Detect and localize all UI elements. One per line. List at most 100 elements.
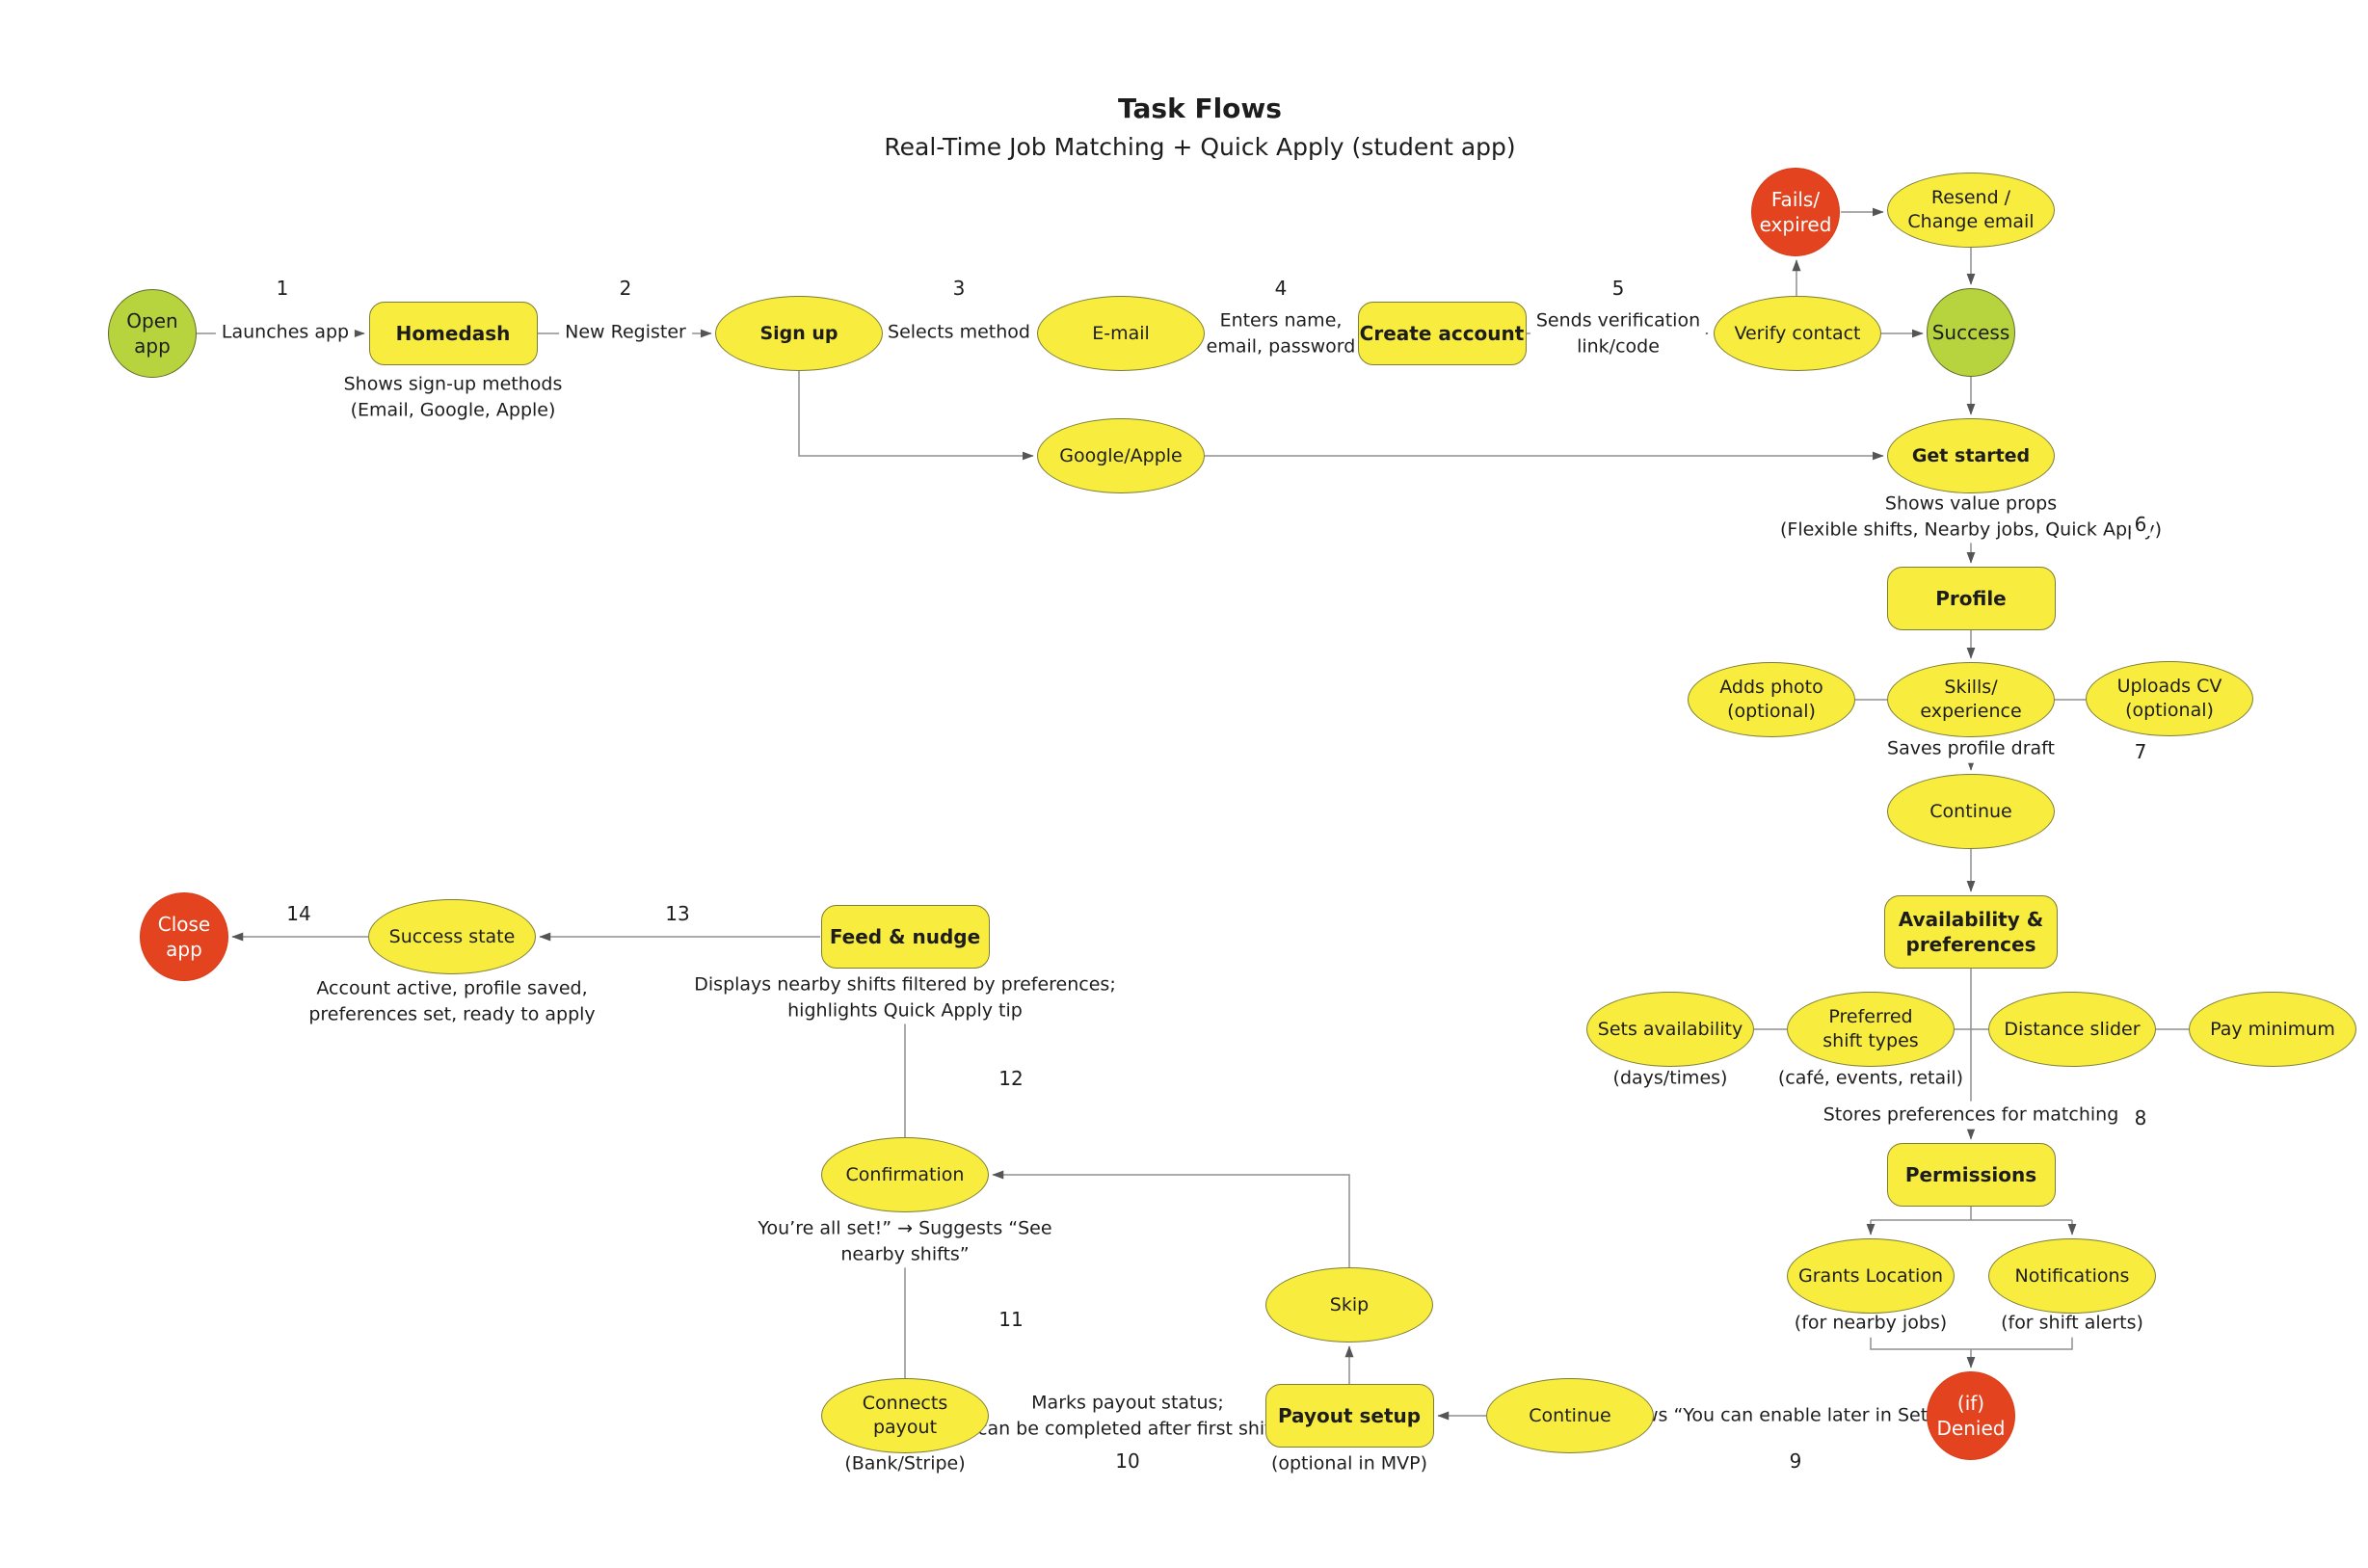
label-sends-verification: Sends verification link/code bbox=[1530, 306, 1707, 360]
node-uploads-cv-label: Uploads CV bbox=[2116, 676, 2222, 698]
label-selects-method-text: Selects method bbox=[888, 321, 1030, 343]
node-profile[interactable]: Profile bbox=[1886, 567, 2056, 630]
note-optional-in-mvp: (optional in MVP) bbox=[1264, 1449, 1434, 1478]
step-number-7: 7 bbox=[2130, 740, 2151, 763]
label-marks-payout: Marks payout status;can be completed aft… bbox=[971, 1389, 1284, 1443]
node-resend-change-email-label: Change email bbox=[1907, 211, 2035, 232]
note-stores-preferences: Stores preferences for matching bbox=[1817, 1101, 2125, 1129]
step-number-13: 13 bbox=[661, 902, 694, 925]
edge-sign-up-to-google-apple bbox=[798, 371, 1034, 461]
node-denied-label: Denied bbox=[1936, 1417, 2006, 1440]
label-marks-payout-text: can be completed after first shift bbox=[977, 1418, 1278, 1439]
label-sends-verification-text: Sends verification bbox=[1535, 309, 1701, 332]
node-grants-location-label: Grants Location bbox=[1798, 1264, 1943, 1287]
node-google-apple[interactable]: Google/Apple bbox=[1037, 418, 1205, 493]
page-subtitle: Real-Time Job Matching + Quick Apply (st… bbox=[884, 133, 1516, 161]
node-feed-nudge-label: Feed & nudge bbox=[829, 925, 981, 948]
node-confirmation[interactable]: Confirmation bbox=[821, 1137, 989, 1212]
node-get-started[interactable]: Get started bbox=[1887, 418, 2055, 493]
step-number-10: 10 bbox=[1111, 1449, 1144, 1473]
note-for-shift-alerts-text: (for shift alerts) bbox=[2001, 1312, 2143, 1334]
node-continue-permissions-label: Continue bbox=[1529, 1404, 1611, 1426]
note-feed-nudge: Displays nearby shifts filtered by prefe… bbox=[688, 970, 1122, 1024]
node-adds-photo[interactable]: Adds photo(optional) bbox=[1688, 662, 1855, 737]
node-skills-experience[interactable]: Skills/experience bbox=[1887, 662, 2055, 737]
node-homedash[interactable]: Homedash bbox=[368, 302, 538, 365]
note-days-times: (days/times) bbox=[1607, 1064, 1734, 1093]
node-fails-expired-label: expired bbox=[1759, 213, 1832, 236]
node-pay-minimum[interactable]: Pay minimum bbox=[2189, 992, 2356, 1067]
node-sign-up-label: Sign up bbox=[759, 322, 838, 344]
node-continue-profile[interactable]: Continue bbox=[1887, 774, 2055, 849]
note-optional-in-mvp-text: (optional in MVP) bbox=[1270, 1452, 1428, 1475]
step-number-1: 1 bbox=[272, 277, 293, 300]
note-stores-preferences-text: Stores preferences for matching bbox=[1823, 1103, 2119, 1126]
note-feed-nudge-text: Displays nearby shifts filtered by prefe… bbox=[694, 973, 1116, 996]
node-continue-permissions[interactable]: Continue bbox=[1486, 1378, 1654, 1453]
node-feed-nudge[interactable]: Feed & nudge bbox=[820, 905, 990, 969]
node-get-started-label: Get started bbox=[1911, 444, 2031, 466]
label-sends-verification-text: link/code bbox=[1577, 335, 1660, 357]
step-number-6: 6 bbox=[2130, 513, 2151, 536]
node-email-label: E-mail bbox=[1092, 322, 1150, 344]
note-feed-nudge-text: highlights Quick Apply tip bbox=[787, 999, 1023, 1021]
note-days-times-text: (days/times) bbox=[1612, 1067, 1728, 1089]
node-grants-location[interactable]: Grants Location bbox=[1787, 1238, 1955, 1314]
label-launches-app-text: Launches app bbox=[221, 321, 350, 343]
node-denied[interactable]: (if)Denied bbox=[1927, 1371, 2015, 1460]
node-success-state-label: Success state bbox=[388, 925, 516, 947]
node-payout-setup[interactable]: Payout setup bbox=[1264, 1384, 1434, 1448]
node-adds-photo-label: (optional) bbox=[1727, 701, 1816, 722]
node-skills-experience-label: experience bbox=[1920, 701, 2022, 722]
node-preferred-shift-types-label: Preferred bbox=[1828, 1006, 1913, 1028]
node-success[interactable]: Success bbox=[1927, 288, 2015, 377]
node-notifications-label: Notifications bbox=[2014, 1264, 2130, 1287]
label-enters-name-text: Enters name, bbox=[1219, 309, 1343, 332]
note-cafe-events-retail-text: (café, events, retail) bbox=[1777, 1067, 1964, 1089]
node-skip[interactable]: Skip bbox=[1265, 1267, 1433, 1342]
node-permissions[interactable]: Permissions bbox=[1886, 1143, 2056, 1207]
node-permissions-label: Permissions bbox=[1904, 1163, 2037, 1186]
node-distance-slider[interactable]: Distance slider bbox=[1988, 992, 2156, 1067]
node-resend-change-email[interactable]: Resend /Change email bbox=[1887, 173, 2055, 248]
node-homedash-label: Homedash bbox=[395, 322, 511, 345]
node-availability-preferences[interactable]: Availability &preferences bbox=[1884, 895, 2058, 969]
node-create-account[interactable]: Create account bbox=[1357, 302, 1527, 365]
node-continue-profile-label: Continue bbox=[1929, 800, 2012, 822]
note-bank-stripe: (Bank/Stripe) bbox=[838, 1449, 971, 1478]
note-success-state-text: preferences set, ready to apply bbox=[308, 1003, 596, 1024]
note-success-state-text: Account active, profile saved, bbox=[316, 977, 588, 999]
label-enters-name-text: email, password bbox=[1206, 335, 1356, 357]
node-notifications[interactable]: Notifications bbox=[1988, 1238, 2156, 1314]
label-new-register-text: New Register bbox=[565, 321, 686, 343]
note-homedash-text: Shows sign-up methods bbox=[343, 373, 563, 395]
node-distance-slider-label: Distance slider bbox=[2004, 1018, 2141, 1040]
node-close-app-label: app bbox=[166, 938, 202, 961]
node-connects-payout-label: payout bbox=[872, 1417, 938, 1438]
node-sets-availability[interactable]: Sets availability bbox=[1586, 992, 1754, 1067]
label-launches-app: Launches app bbox=[215, 318, 356, 347]
page-title: Task Flows bbox=[1118, 93, 1282, 124]
step-number-4: 4 bbox=[1270, 277, 1291, 300]
node-success-state[interactable]: Success state bbox=[368, 899, 536, 974]
edge-skip-to-confirmation bbox=[992, 1170, 1350, 1267]
node-fails-expired[interactable]: Fails/expired bbox=[1751, 168, 1840, 256]
node-google-apple-label: Google/Apple bbox=[1059, 444, 1183, 466]
node-uploads-cv[interactable]: Uploads CV(optional) bbox=[2086, 661, 2253, 736]
note-get-started: Shows value props(Flexible shifts, Nearb… bbox=[1773, 490, 2168, 544]
node-connects-payout-label: Connects bbox=[862, 1393, 948, 1415]
node-verify-contact[interactable]: Verify contact bbox=[1714, 296, 1881, 371]
node-email[interactable]: E-mail bbox=[1037, 296, 1205, 371]
node-sign-up[interactable]: Sign up bbox=[715, 296, 883, 371]
note-confirmation-text: nearby shifts” bbox=[840, 1243, 970, 1264]
note-cafe-events-retail: (café, events, retail) bbox=[1771, 1064, 1970, 1093]
label-selects-method: Selects method bbox=[882, 318, 1036, 347]
step-number-12: 12 bbox=[995, 1067, 1027, 1090]
node-open-app-label: Open bbox=[126, 309, 178, 332]
note-get-started-text: Shows value props bbox=[1884, 492, 2058, 515]
